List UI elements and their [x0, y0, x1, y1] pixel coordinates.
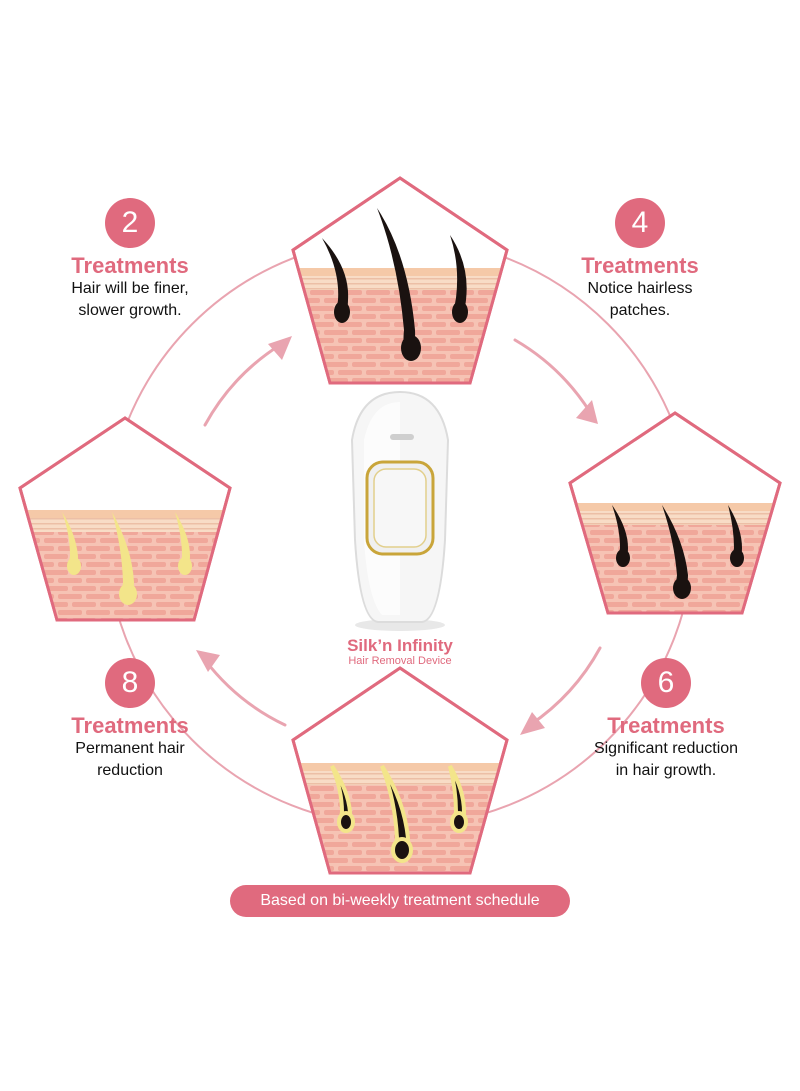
- stage-label: Treatments: [71, 253, 189, 278]
- stage-4-treatments: 4 Treatments Notice hairless patches.: [530, 198, 750, 322]
- stage-label: Treatments: [581, 253, 699, 278]
- stage-number-badge: 6: [641, 658, 691, 708]
- skin-cross-section-icon: [18, 416, 232, 622]
- stage-6-treatments: 6 Treatments Significant reduction in ha…: [556, 658, 776, 782]
- skin-cross-section-icon: [291, 666, 509, 875]
- device-label: Silk’n Infinity Hair Removal Device: [290, 636, 510, 668]
- stage-number-badge: 4: [615, 198, 665, 248]
- skin-cross-section-icon: [291, 176, 509, 385]
- arrow-head-icon: [576, 400, 598, 424]
- stage-number-badge: 8: [105, 658, 155, 708]
- skin-cross-section-icon: [568, 411, 782, 615]
- stage-number-badge: 2: [105, 198, 155, 248]
- stage-description: Hair will be finer, slower growth.: [71, 280, 189, 319]
- arrow-head-icon: [196, 650, 220, 672]
- schedule-note-badge: Based on bi-weekly treatment schedule: [230, 885, 570, 917]
- arrow-head-icon: [520, 712, 545, 735]
- device-subtitle: Hair Removal Device: [348, 655, 452, 667]
- arrow-head-icon: [268, 336, 292, 360]
- hair-follicle-icon: [612, 505, 744, 599]
- stage-description: Notice hairless patches.: [587, 280, 693, 319]
- stage-description: Permanent hair reduction: [75, 740, 185, 779]
- stage-8-treatments: 8 Treatments Permanent hair reduction: [20, 658, 240, 782]
- hair-follicle-icon: [322, 208, 468, 361]
- hair-follicle-icon: [62, 512, 192, 605]
- hair-follicle-icon: [330, 764, 468, 863]
- stage-label: Treatments: [71, 713, 189, 738]
- hair-removal-device-image: [350, 390, 450, 631]
- stage-description: Significant reduction in hair growth.: [593, 740, 739, 779]
- device-name: Silk’n Infinity: [347, 636, 453, 655]
- stage-2-treatments: 2 Treatments Hair will be finer, slower …: [20, 198, 240, 322]
- stage-label: Treatments: [607, 713, 725, 738]
